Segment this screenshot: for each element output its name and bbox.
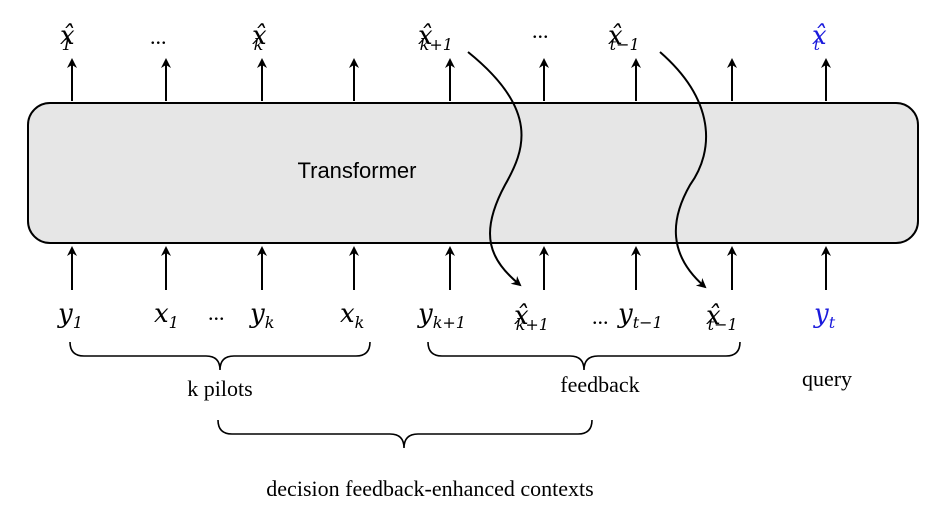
input-label-xk: xk <box>340 299 364 332</box>
input-label-yk: yk <box>249 299 274 332</box>
feedback-label: feedback <box>560 372 639 397</box>
feedback-curve-arrow <box>659 51 708 289</box>
output-arrows <box>67 58 831 101</box>
input-label-xhat-k1: x̂k+1 <box>514 301 549 334</box>
brace-feedback <box>427 341 741 371</box>
input-ellipsis: ... <box>208 300 225 325</box>
output-ellipsis: ... <box>150 24 167 49</box>
output-label-x1: x̂1 <box>60 21 75 54</box>
output-label-xt-query: x̂t <box>812 21 827 54</box>
output-label-xt1: x̂t−1 <box>608 21 640 54</box>
input-label-x1: x1 <box>154 299 179 332</box>
input-label-yt-query: yt <box>813 299 836 332</box>
input-ellipsis: ... <box>592 304 609 329</box>
output-label-xk: x̂k <box>252 21 267 54</box>
input-label-xhat-t1: x̂t−1 <box>706 301 738 334</box>
transformer-box <box>27 102 919 244</box>
pilots-label: k pilots <box>187 376 252 401</box>
input-label-yk1: yk+1 <box>417 299 466 332</box>
input-label-yt1: yt−1 <box>617 299 663 332</box>
feedback-curve-arrow <box>467 51 523 287</box>
output-label-xk1: x̂k+1 <box>418 21 453 54</box>
input-arrows <box>67 246 831 290</box>
brace-pilots <box>69 341 371 371</box>
brace-contexts <box>217 419 593 449</box>
output-ellipsis: ... <box>532 18 549 43</box>
transformer-label: Transformer <box>298 158 417 183</box>
input-label-y1: y1 <box>57 299 83 332</box>
query-label: query <box>802 366 852 391</box>
contexts-label: decision feedback-enhanced contexts <box>266 476 593 501</box>
